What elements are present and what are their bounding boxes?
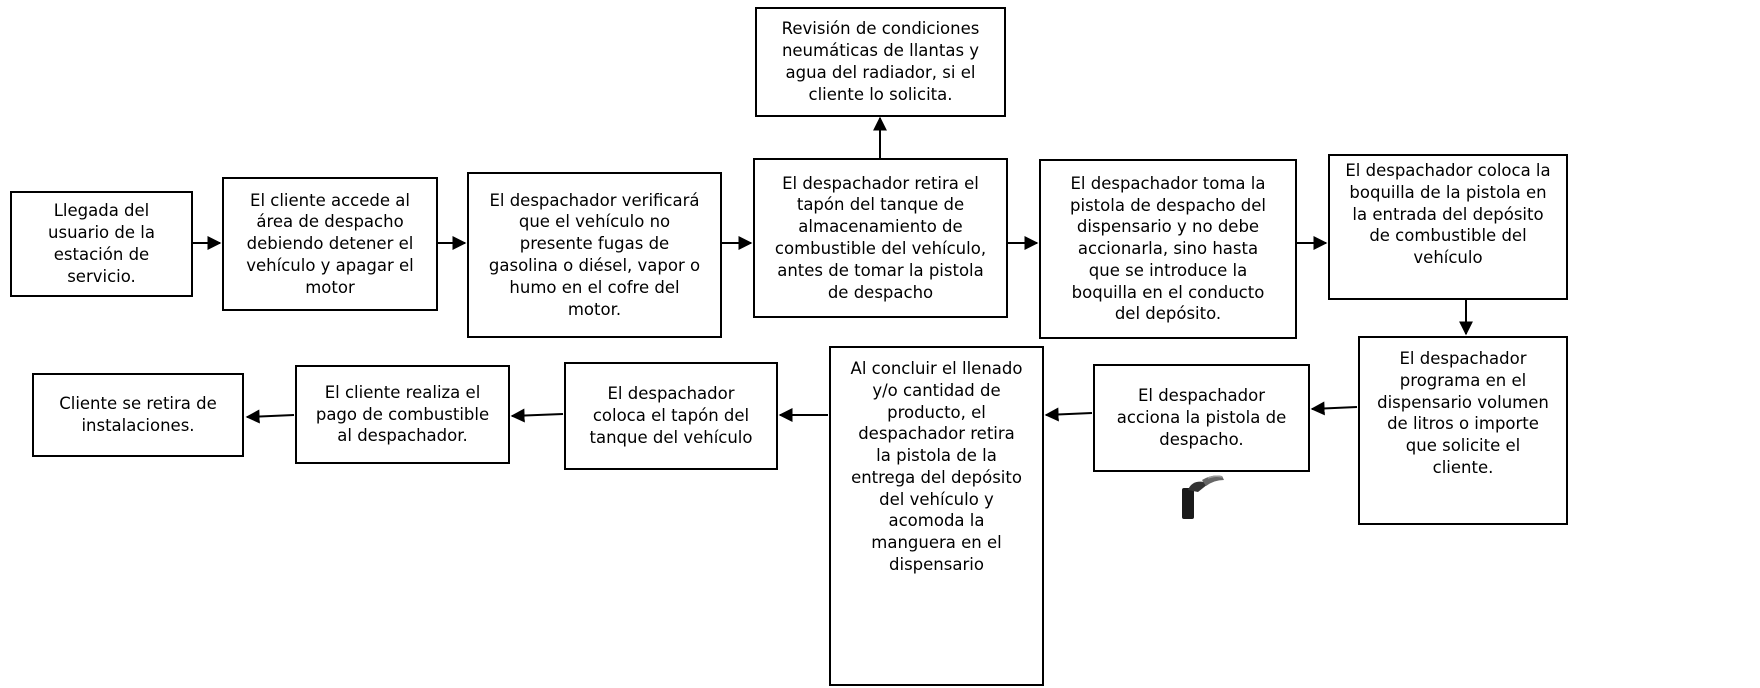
step-concluye-llenado-text: Al concluir el llenado y/o cantidad de p… (850, 359, 1023, 574)
step-toma-pistola: El despachador toma la pistola de despac… (1039, 159, 1297, 339)
step-retira-tapon-text: El despachador retira el tapón del tanqu… (774, 173, 987, 302)
step-retiro-cliente-text: Cliente se retira de instalaciones. (59, 394, 217, 435)
step-coloca-tapon: El despachador coloca el tapón del tanqu… (564, 362, 778, 470)
step-acciona-pistola: El despachador acciona la pistola de des… (1093, 364, 1310, 472)
step-coloca-boquilla: El despachador coloca la boquilla de la … (1328, 154, 1568, 300)
step-pago-text: El cliente realiza el pago de combustibl… (315, 382, 490, 446)
step-acceso: El cliente accede al área de despacho de… (222, 177, 438, 311)
arrow-s11-s12 (245, 409, 295, 424)
arrow-s10-s11 (510, 408, 564, 423)
step-acceso-text: El cliente accede al área de despacho de… (246, 190, 414, 297)
step-verificacion: El despachador verificará que el vehícul… (467, 172, 722, 338)
step-llegada: Llegada del usuario de la estación de se… (10, 191, 193, 297)
step-toma-pistola-text: El despachador toma la pistola de despac… (1070, 173, 1266, 324)
step-verificacion-text: El despachador verificará que el vehícul… (488, 190, 701, 319)
step-acciona-pistola-text: El despachador acciona la pistola de des… (1116, 386, 1287, 449)
step-revision-llantas-text: Revisión de condiciones neumáticas de ll… (781, 19, 980, 104)
step-llegada-text: Llegada del usuario de la estación de se… (48, 201, 155, 286)
step-pago: El cliente realiza el pago de combustibl… (295, 365, 510, 464)
step-programa-dispensario-text: El despachador programa en el dispensari… (1377, 349, 1549, 477)
step-retira-tapon: El despachador retira el tapón del tanqu… (753, 158, 1008, 318)
arrow-s7-s8 (1310, 401, 1358, 416)
step-revision-llantas: Revisión de condiciones neumáticas de ll… (755, 7, 1006, 117)
step-programa-dispensario: El despachador programa en el dispensari… (1358, 336, 1568, 525)
step-coloca-boquilla-text: El despachador coloca la boquilla de la … (1345, 161, 1551, 268)
arrow-s8-s9 (1044, 407, 1093, 422)
step-retiro-cliente: Cliente se retira de instalaciones. (32, 373, 244, 457)
step-concluye-llenado: Al concluir el llenado y/o cantidad de p… (829, 346, 1044, 686)
fuel-nozzle-icon (1182, 475, 1224, 519)
step-coloca-tapon-text: El despachador coloca el tapón del tanqu… (589, 384, 753, 447)
